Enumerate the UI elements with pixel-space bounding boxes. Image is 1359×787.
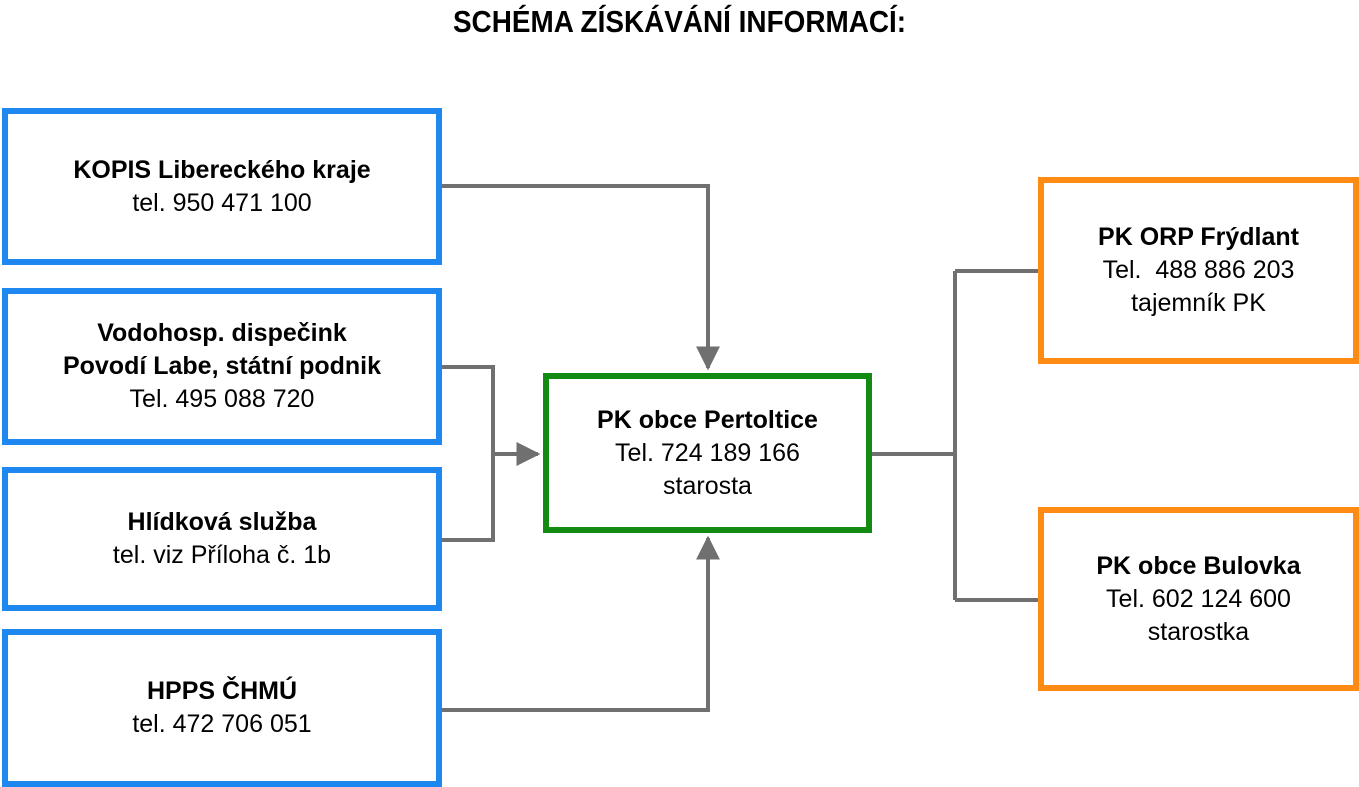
source-name-line1: Vodohosp. dispečink xyxy=(97,319,347,347)
connector-to-targets xyxy=(871,269,1041,602)
source-name-line2: Povodí Labe, státní podnik xyxy=(62,352,382,380)
connector-kopis xyxy=(442,184,720,371)
center-name: PK obce Pertoltice xyxy=(597,405,818,434)
center-role: starosta xyxy=(663,471,752,500)
target-name: PK obce Bulovka xyxy=(1096,551,1301,580)
target-phone: Tel. 488 886 203 xyxy=(1102,256,1295,284)
source-box-hpps: HPPS ČHMÚ tel. 472 706 051 xyxy=(2,629,442,787)
connector-vodohosp xyxy=(442,365,495,542)
target-box-bulovka: PK obce Bulovka Tel. 602 124 600 starost… xyxy=(1038,507,1359,691)
source-name: KOPIS Libereckého kraje xyxy=(73,155,371,184)
source-box-vodohosp: Vodohosp. dispečink Povodí Labe, státní … xyxy=(2,288,442,445)
source-phone: tel. 950 471 100 xyxy=(132,188,312,217)
source-phone: Tel. 495 088 720 xyxy=(129,385,315,413)
center-phone: Tel. 724 189 166 xyxy=(615,438,800,467)
center-box-pertoltice: PK obce Pertoltice Tel. 724 189 166 star… xyxy=(543,373,872,533)
source-box-kopis: KOPIS Libereckého kraje tel. 950 471 100 xyxy=(2,108,442,265)
source-box-hlidkova: Hlídková služba tel. viz Příloha č. 1b xyxy=(2,467,442,611)
target-role: tajemník PK xyxy=(1131,289,1266,317)
source-phone: tel. 472 706 051 xyxy=(132,710,312,738)
connector-hpps xyxy=(442,535,720,712)
source-name: HPPS ČHMÚ xyxy=(146,677,297,705)
target-box-frydlant: PK ORP Frýdlant Tel. 488 886 203 tajemní… xyxy=(1038,177,1359,364)
target-name: PK ORP Frýdlant xyxy=(1098,223,1299,251)
source-name: Hlídková služba xyxy=(127,508,317,536)
source-phone: tel. viz Příloha č. 1b xyxy=(112,541,332,569)
target-role: starostka xyxy=(1147,617,1250,646)
target-phone: Tel. 602 124 600 xyxy=(1106,584,1291,613)
diagram-title: SCHÉMA ZÍSKÁVÁNÍ INFORMACÍ: xyxy=(452,4,907,39)
